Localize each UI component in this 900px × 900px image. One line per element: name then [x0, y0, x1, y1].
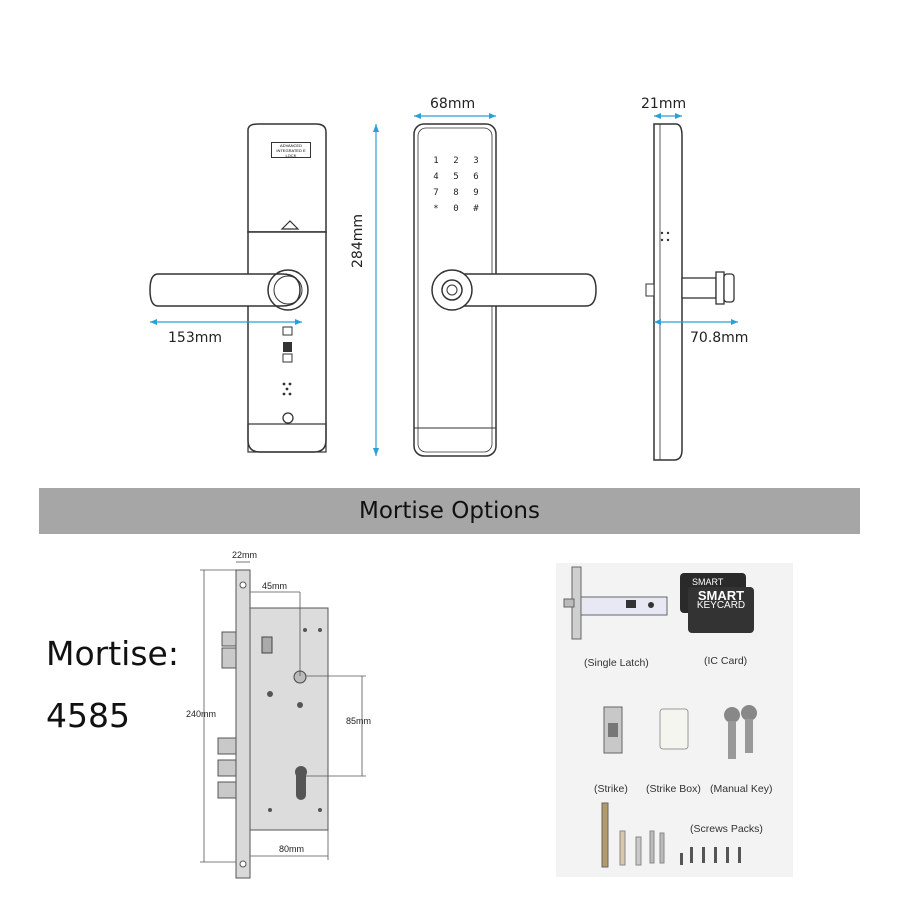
key-8[interactable]: 8 — [453, 188, 459, 198]
height-dim-label: 240mm — [186, 709, 217, 719]
key-4[interactable]: 4 — [433, 172, 439, 182]
manual-key-caption: (Manual Key) — [710, 783, 773, 795]
key-hash[interactable]: # — [473, 204, 479, 214]
handle-length-label: 153mm — [168, 330, 222, 346]
single-latch-caption: (Single Latch) — [584, 657, 649, 669]
banner-title: Mortise Options — [359, 498, 540, 524]
back-view-drawing — [149, 123, 379, 456]
key-9[interactable]: 9 — [473, 188, 479, 198]
strike-caption: (Strike) — [594, 783, 628, 795]
key-0[interactable]: 0 — [453, 204, 459, 214]
mortise-options-banner: Mortise Options — [39, 488, 860, 534]
mortise-model: 4585 — [46, 696, 130, 735]
side-projection-label: 70.8mm — [690, 330, 749, 346]
keycard-line-2: KEYCARD — [696, 600, 746, 611]
badge-line-1: ADVANCED — [280, 143, 302, 148]
keycard: SMART KEYCARD — [688, 588, 754, 611]
mortise-label: Mortise: — [46, 634, 179, 673]
key-1[interactable]: 1 — [433, 156, 439, 166]
key-star[interactable]: * — [433, 204, 439, 214]
screws-caption: (Screws Packs) — [690, 823, 763, 835]
key-2[interactable]: 2 — [453, 156, 459, 166]
accessories-panel: SMART KEYCARD SMART (Single Latch) (IC C… — [556, 563, 793, 877]
side-view-drawing — [645, 113, 738, 461]
key-7[interactable]: 7 — [433, 188, 439, 198]
front-width-label: 68mm — [430, 96, 476, 112]
keypad: 1 2 3 4 5 6 7 8 9 * 0 # — [426, 156, 486, 214]
strike-box-caption: (Strike Box) — [646, 783, 701, 795]
backset-dim-label: 45mm — [262, 581, 288, 591]
ic-card-caption: (IC Card) — [704, 655, 748, 667]
center-dim-label: 85mm — [346, 716, 372, 726]
keycard-line-1: SMART — [697, 588, 745, 603]
side-depth-label: 21mm — [641, 96, 687, 112]
key-3[interactable]: 3 — [473, 156, 479, 166]
accessories-drawing — [563, 566, 757, 868]
body-width-dim-label: 80mm — [279, 844, 305, 854]
keycard-back-text: SMART — [692, 577, 724, 587]
front-view-drawing — [413, 113, 597, 457]
key-5[interactable]: 5 — [453, 172, 459, 182]
faceplate-dim-label: 22mm — [232, 550, 258, 560]
key-6[interactable]: 6 — [473, 172, 479, 182]
badge-line-2: INTEGRATED E LOCK — [276, 148, 306, 158]
badge: ADVANCED INTEGRATED E LOCK — [271, 142, 311, 158]
